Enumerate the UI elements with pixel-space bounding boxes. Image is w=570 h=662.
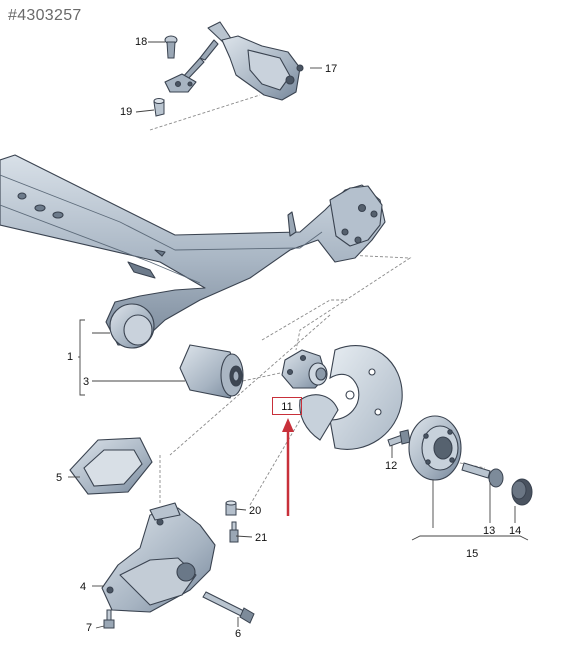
hub-bolt: [387, 429, 411, 447]
part-label-11-highlighted: 11: [272, 397, 302, 415]
part-label-19: 19: [120, 106, 133, 118]
hub-cap: [511, 478, 533, 506]
part-label-1: 1: [67, 351, 74, 363]
part-label-20: 20: [249, 505, 262, 517]
mounting-bracket: [101, 502, 216, 613]
sensor-nut: [153, 98, 165, 117]
leader-lines: [68, 41, 529, 629]
rear-axle-beam: [0, 154, 386, 349]
part-label-4: 4: [80, 581, 87, 593]
sensor-screw: [164, 35, 178, 59]
part-label-5: 5: [56, 472, 63, 484]
part-label-21: 21: [255, 532, 268, 544]
part-label-13: 13: [483, 525, 496, 537]
part-label-12: 12: [385, 460, 398, 472]
assembly-guide-lines: [149, 94, 486, 506]
level-sensor-assembly: [164, 21, 304, 101]
part-label-3: 3: [83, 376, 90, 388]
long-bolt: [202, 591, 255, 624]
part-label-7: 7: [86, 622, 93, 634]
backing-plate: [299, 345, 403, 450]
diagram-reference-number: #4303257: [8, 7, 82, 24]
rubber-bushing: [179, 344, 244, 399]
part-label-15: 15: [466, 548, 479, 560]
part-label-18: 18: [135, 36, 148, 48]
wheel-bearing-flange: [281, 349, 328, 389]
small-bolts: [103, 500, 239, 629]
part-label-14: 14: [509, 525, 522, 537]
wheel-hub: [408, 415, 462, 481]
part-label-6: 6: [235, 628, 242, 640]
part-label-17: 17: [325, 63, 338, 75]
rubber-pad: [69, 437, 153, 495]
highlight-arrow: [282, 418, 294, 516]
axle-bolt: [461, 462, 504, 488]
